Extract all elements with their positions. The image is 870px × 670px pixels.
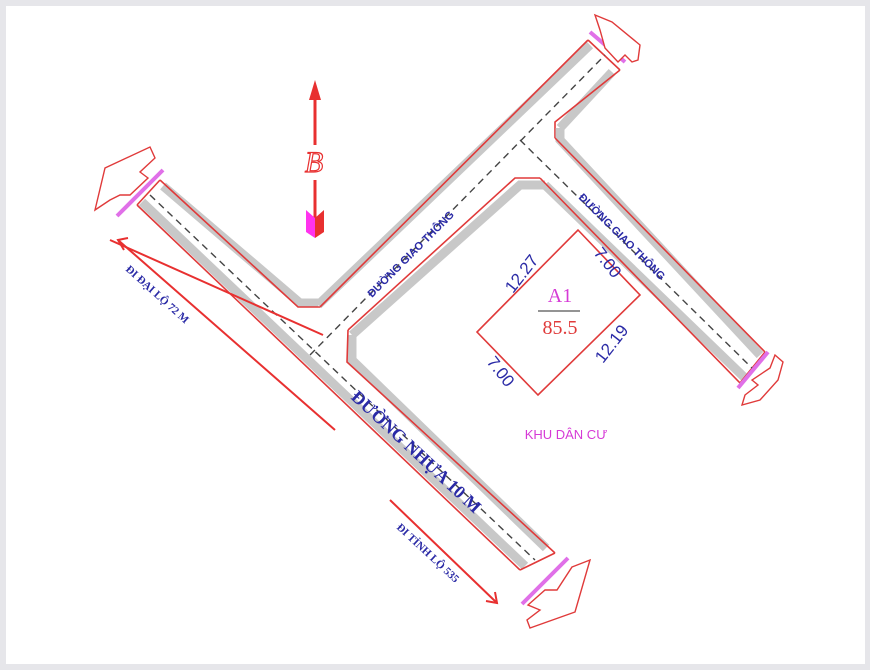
lot-dim-top: 7.00 [590, 244, 625, 282]
break-arrow-ne-icon [593, 13, 641, 64]
lot-dim-left: 12.27 [501, 251, 542, 296]
direction-arrow-northwest-icon [109, 237, 336, 431]
residential-area-label: KHU DÂN CƯ [525, 427, 608, 442]
right-road [519, 128, 766, 384]
lot-dim-bottom: 7.00 [483, 353, 518, 391]
direction-arrow-southeast-icon [389, 499, 499, 605]
main-road [136, 179, 556, 571]
lot-dim-right: 12.19 [591, 321, 632, 366]
north-arrow-label: B [305, 146, 323, 179]
cut-marker-se [520, 556, 570, 606]
north-arrow-icon [306, 80, 324, 238]
lot-a1-boundary [475, 228, 642, 397]
break-arrow-nw-icon [93, 146, 156, 212]
lot-id-label: A1 [548, 285, 572, 307]
upper-road [309, 39, 621, 356]
break-arrow-se-icon [526, 558, 592, 629]
cut-marker-e [736, 350, 770, 390]
lot-area-label: 85.5 [543, 317, 578, 339]
break-arrow-e-icon [740, 353, 784, 407]
cut-marker-nw [115, 168, 165, 218]
southeast-direction-label: ĐI TỈNH LỘ 535 [394, 521, 462, 586]
